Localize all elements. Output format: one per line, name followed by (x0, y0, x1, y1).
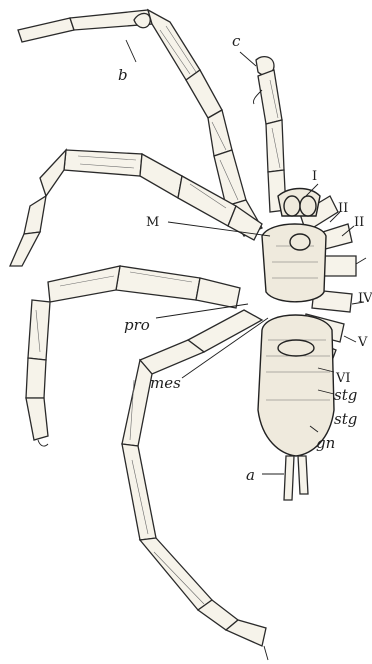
label-V: V (357, 335, 368, 350)
label-I: I (312, 169, 317, 184)
label-IV: IV (358, 291, 372, 306)
label-pro: pro (124, 316, 150, 334)
label-mes: mes (150, 374, 181, 392)
label-a: a (246, 466, 255, 484)
label-III: II (354, 215, 364, 230)
label-stg-1: stg (334, 386, 357, 404)
label-gn: gn (316, 434, 335, 452)
label-M: M (146, 215, 159, 230)
leg-lower-long (122, 310, 268, 660)
label-VI: VI (335, 371, 351, 386)
label-b: b (118, 66, 128, 84)
pedipalp (253, 57, 286, 212)
label-stg-2: stg (334, 410, 357, 428)
label-c: c (232, 32, 241, 50)
label-II: II (338, 201, 348, 216)
abdomen (258, 315, 334, 500)
